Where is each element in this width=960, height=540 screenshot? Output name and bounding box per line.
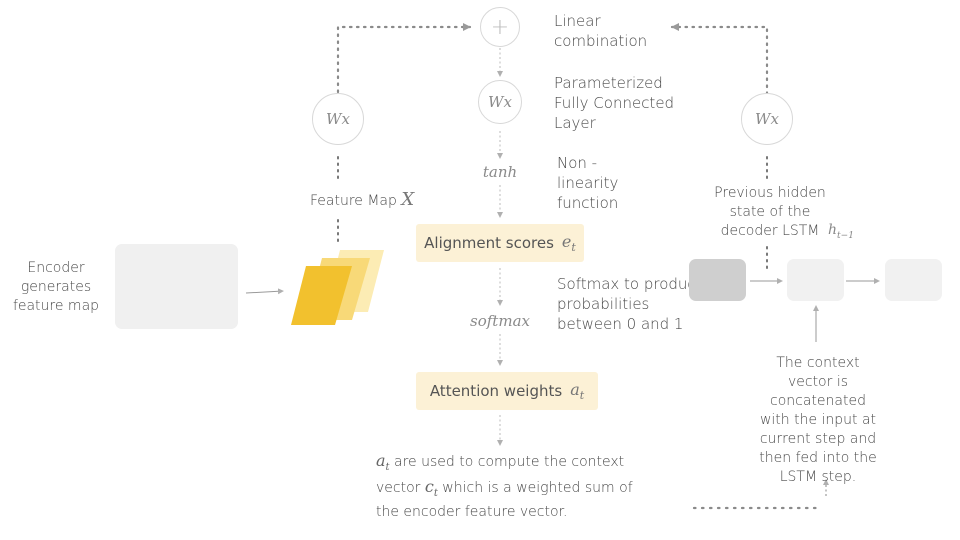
context-vector-label: The context vector is concatenated with …	[759, 355, 877, 485]
linear-combination-label: Linear combination	[554, 12, 648, 50]
softmax-label: softmax	[470, 312, 530, 330]
plus-symbol: +	[490, 14, 510, 40]
note-part2: which is a weighted sum of the encoder f…	[376, 480, 633, 521]
attention-weights-label: Attention weights	[429, 382, 563, 400]
note-var-c: ct	[424, 477, 438, 500]
tanh-label: tanh	[482, 163, 518, 181]
note-part1: are used to compute the context vector	[376, 454, 625, 497]
h-prev-label: ht−1	[828, 222, 854, 241]
lstm-prev-block	[689, 259, 746, 301]
lstm-current-block	[787, 259, 844, 301]
encoder-to-featuremap-arrow	[245, 288, 284, 295]
wx-center-label: Wx	[488, 93, 512, 111]
alignment-scores-box: Alignment scores et	[416, 224, 584, 262]
context-computation-note: at are used to compute the context vecto…	[376, 451, 656, 522]
note-var-a: at	[376, 451, 390, 474]
encoder-block	[115, 244, 238, 329]
wx-left-label: Wx	[326, 110, 350, 128]
wx-right-label: Wx	[755, 110, 779, 128]
left-wx-to-plus-line	[336, 23, 472, 94]
wx-node-left: Wx	[312, 93, 364, 145]
attention-weights-box: Attention weights at	[416, 372, 598, 410]
lstm-next-block	[885, 259, 942, 301]
alignment-scores-label: Alignment scores	[424, 234, 554, 252]
alignment-scores-var: et	[561, 231, 576, 255]
softmax-desc-label: Softmax to produce probabilities between…	[557, 275, 705, 333]
attention-weights-var: at	[570, 379, 585, 403]
wx-node-right: Wx	[741, 93, 793, 145]
nonlinearity-label: Non - linearity function	[557, 154, 619, 212]
feature-map-label: Feature Map X	[310, 189, 415, 210]
prev-hidden-label: Previous hidden state of the decoder LST…	[714, 185, 826, 239]
feature-map-layer-front	[291, 266, 352, 325]
right-wx-to-plus-line	[670, 23, 769, 96]
feature-map-var: X	[401, 189, 415, 210]
fc-layer-label: Parameterized Fully Connected Layer	[554, 74, 675, 132]
wx-node-center: Wx	[478, 80, 522, 124]
encoder-label: Encoder generates feature map	[12, 260, 100, 314]
plus-node: +	[480, 7, 520, 47]
